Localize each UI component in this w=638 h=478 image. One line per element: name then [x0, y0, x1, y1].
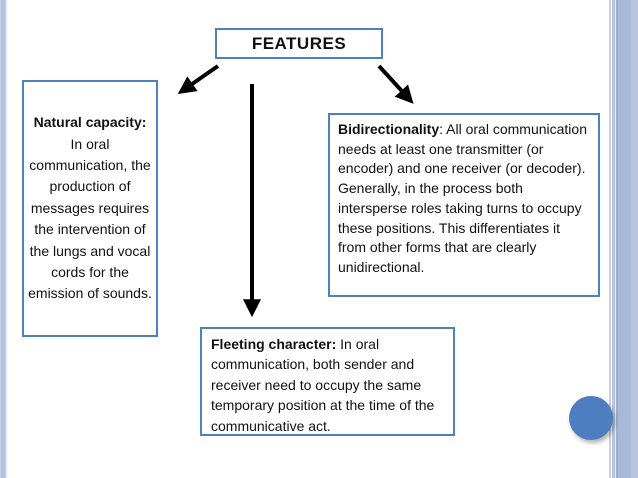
natural-capacity-text: Natural capacity: In oral communication,…	[26, 112, 154, 305]
fleeting-character-box: Fleeting character: In oral communicatio…	[200, 327, 455, 436]
fleeting-character-heading: Fleeting character:	[211, 336, 337, 352]
natural-capacity-heading: Natural capacity:	[33, 114, 147, 131]
right-edge-stripe-decoration	[608, 0, 638, 478]
features-title-box: FEATURES	[215, 28, 383, 59]
accent-circle-decoration	[569, 396, 613, 440]
bidirectionality-heading: Bidirectionality	[338, 121, 440, 137]
bidirectionality-body: : All oral communication needs at least …	[338, 121, 587, 275]
arrow-to-natural-capacity	[177, 64, 220, 94]
features-title-label: FEATURES	[251, 33, 347, 53]
natural-capacity-body: In oral communication, the production of…	[28, 135, 152, 302]
fleeting-character-text: Fleeting character: In oral communicatio…	[211, 336, 434, 434]
left-edge-stripe-decoration	[0, 0, 8, 478]
fleeting-character-body: In oral communication, both sender and r…	[211, 336, 435, 434]
natural-capacity-box: Natural capacity: In oral communication,…	[22, 80, 158, 337]
arrow-to-bidirectionality	[377, 64, 414, 104]
bidirectionality-box: Bidirectionality: All oral communication…	[328, 113, 600, 297]
bidirectionality-text: Bidirectionality: All oral communication…	[338, 121, 587, 275]
